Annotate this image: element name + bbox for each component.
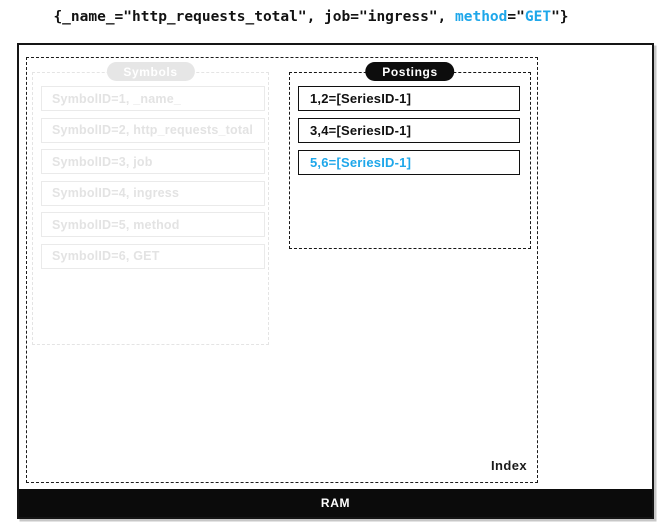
selector-value-get: GET <box>524 9 552 25</box>
postings-badge: Postings <box>365 62 455 81</box>
symbol-row-2: SymbolID=2, http_requests_total <box>41 117 265 143</box>
selector-closing: "} <box>551 9 569 25</box>
symbols-section: Symbols SymbolID=1, _name_ SymbolID=2, h… <box>32 62 269 345</box>
ram-container-box: Symbols SymbolID=1, _name_ SymbolID=2, h… <box>17 43 654 519</box>
symbols-rows: SymbolID=1, _name_ SymbolID=2, http_requ… <box>41 86 265 275</box>
symbol-row-3: SymbolID=3, job <box>41 149 265 174</box>
selector-text-plain: {_name_="http_requests_total", job="ingr… <box>53 9 456 25</box>
posting-row-2: 3,4=[SeriesID-1] <box>298 118 520 143</box>
series-selector-title: {_name_="http_requests_total", job="ingr… <box>0 9 647 25</box>
ram-bar: RAM <box>19 489 652 517</box>
index-box: Symbols SymbolID=1, _name_ SymbolID=2, h… <box>26 57 538 483</box>
postings-rows: 1,2=[SeriesID-1] 3,4=[SeriesID-1] 5,6=[S… <box>298 86 520 182</box>
selector-label-method: method <box>455 9 508 25</box>
symbol-row-5: SymbolID=5, method <box>41 212 265 237</box>
posting-row-1: 1,2=[SeriesID-1] <box>298 86 520 111</box>
posting-row-3: 5,6=[SeriesID-1] <box>298 150 520 175</box>
symbol-row-1: SymbolID=1, _name_ <box>41 86 265 111</box>
postings-section: Postings 1,2=[SeriesID-1] 3,4=[SeriesID-… <box>289 62 531 249</box>
ram-label: RAM <box>320 496 351 510</box>
symbol-row-6: SymbolID=6, GET <box>41 243 265 269</box>
selector-equals: =" <box>507 9 525 25</box>
symbols-badge: Symbols <box>106 62 195 81</box>
index-label: Index <box>491 458 527 473</box>
symbol-row-4: SymbolID=4, ingress <box>41 180 265 206</box>
